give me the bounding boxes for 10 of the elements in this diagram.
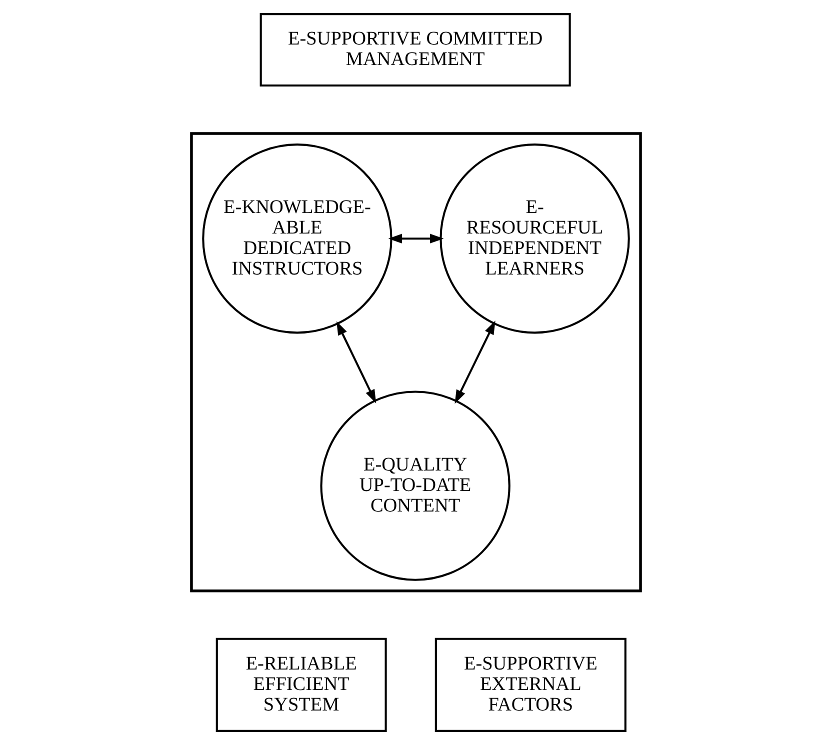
arrow: [388, 234, 444, 244]
arrow: [336, 321, 376, 404]
arrow: [454, 320, 496, 404]
node-box: E-RELIABLE EFFICIENT SYSTEM: [216, 638, 387, 732]
node-box: E-SUPPORTIVE COMMITTED MANAGEMENT: [260, 13, 571, 87]
node-circle: E- RESOURCEFUL INDEPENDENT LEARNERS: [440, 144, 630, 334]
node-circle: E-QUALITY UP-TO-DATE CONTENT: [320, 390, 510, 581]
cluster: [190, 132, 642, 592]
node-box: E-SUPPORTIVE EXTERNAL FACTORS: [434, 638, 626, 732]
node-circle: E-KNOWLEDGE- ABLE DEDICATED INSTRUCTORS: [202, 144, 392, 334]
